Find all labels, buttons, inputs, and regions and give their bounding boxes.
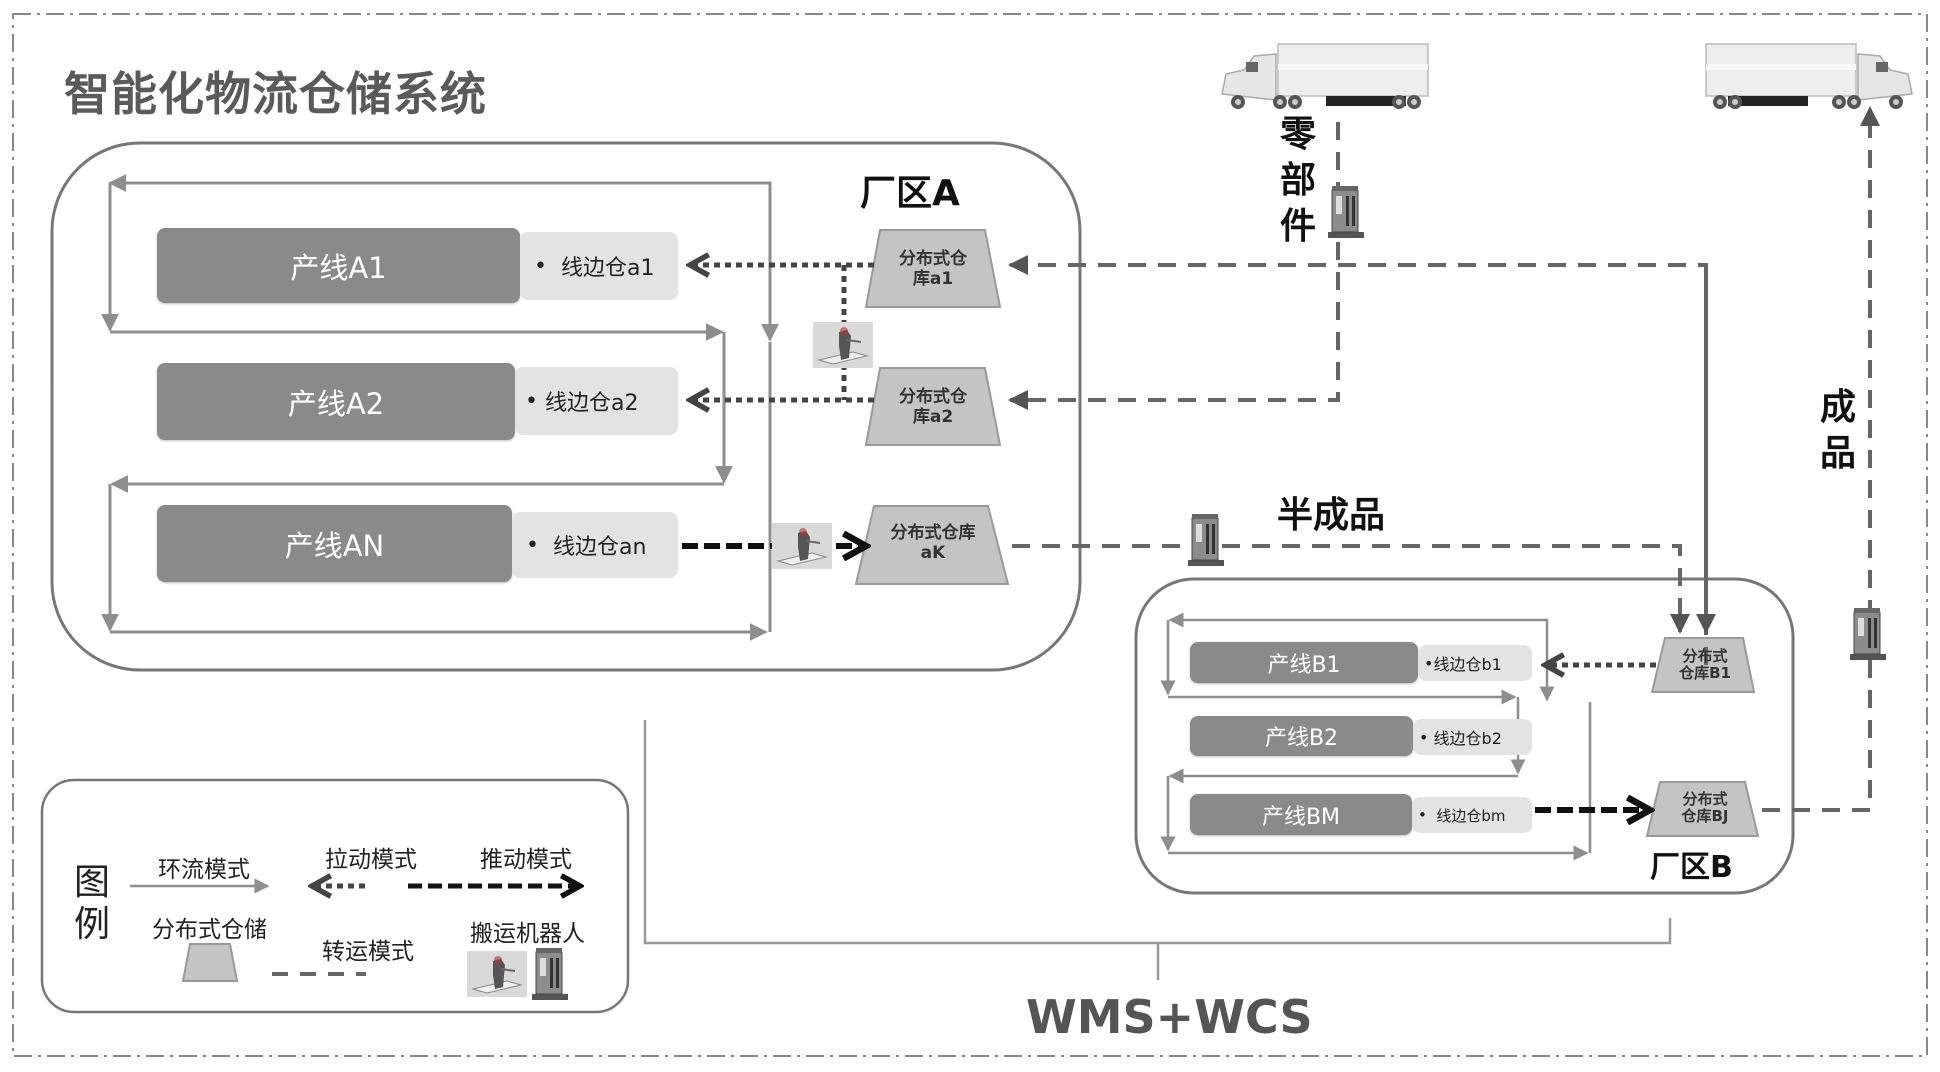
page-title: 智能化物流仓储系统: [64, 67, 487, 121]
line-side-warehouse-an[interactable]: • 线边仓an: [512, 512, 678, 578]
line-side-warehouse-a2[interactable]: • 线边仓a2: [515, 367, 678, 435]
factory-b-container: [1134, 577, 1795, 895]
pallet-robot-icon: [771, 522, 833, 570]
legend-transfer-mode: 转运模式: [322, 939, 414, 965]
line-side-warehouse-a1[interactable]: • 线边仓a1: [520, 232, 678, 300]
bullet: •: [525, 388, 545, 414]
production-line-label: 产线A2: [287, 386, 385, 421]
cycle-arrow: [108, 174, 779, 342]
warehouse-label: 分布式: [1682, 647, 1728, 665]
line-side-warehouse-bm[interactable]: • 线边仓bm: [1412, 797, 1532, 833]
warehouse-label: 仓库BJ: [1681, 807, 1729, 826]
production-line-label: 产线BM: [1261, 804, 1341, 830]
parts-char: 件: [1279, 206, 1316, 247]
warehouse-label: 分布式仓: [899, 387, 967, 407]
line-side-warehouse-label: 线边仓bm: [1436, 806, 1506, 825]
legend-box: [40, 778, 630, 1014]
production-line-a1[interactable]: 产线A1: [157, 228, 520, 303]
warehouse-label: aK: [920, 542, 946, 563]
factory-a-container: [50, 141, 1082, 672]
line-side-warehouse-b1[interactable]: •线边仓b1: [1418, 645, 1532, 681]
legend-samples: [130, 886, 580, 982]
production-line-label: 产线B2: [1264, 726, 1339, 751]
distributed-warehouse-bj[interactable]: 分布式仓库BJ: [1658, 790, 1752, 826]
line-side-warehouse-label: 线边仓b2: [1433, 729, 1502, 748]
legend-pull-mode: 拉动模式: [325, 847, 417, 873]
distributed-warehouse-a2[interactable]: 分布式仓库a2: [880, 387, 986, 427]
finished-char: 品: [1819, 433, 1856, 474]
agv-forklift-icon: [1849, 607, 1887, 661]
line-side-warehouse-label: 线边仓a1: [560, 256, 655, 281]
legend-title-char: 图: [74, 862, 111, 903]
parts-char: 零: [1279, 114, 1316, 155]
warehouse-label: 库a1: [912, 268, 954, 289]
legend-warehouse-shape: [181, 943, 239, 982]
transfer-bj-to-finished: [1762, 106, 1880, 812]
warehouse-label: 分布式仓库: [890, 523, 976, 543]
distributed-warehouses: [854, 229, 1760, 837]
warehouse-label: 仓库B1: [1679, 664, 1731, 683]
parts-flow-label: 零 部 件: [1278, 112, 1318, 250]
outer-border: [12, 13, 1928, 1057]
production-line-b2[interactable]: 产线B2: [1190, 716, 1413, 756]
warehouse-b1-shape: [1650, 637, 1756, 693]
bullet: •: [526, 532, 553, 558]
distributed-warehouse-a1[interactable]: 分布式仓库a1: [880, 249, 986, 289]
factory-a-cycle-arrows: [101, 174, 779, 641]
semi-finished-flow-label: 半成品: [1277, 495, 1386, 536]
wms-bracket: [643, 720, 1672, 980]
legend-robot: 搬运机器人: [470, 921, 585, 947]
warehouse-label: 分布式: [1682, 790, 1728, 808]
bullet: •: [1424, 653, 1434, 673]
legend-distributed-storage: 分布式仓储: [152, 917, 267, 943]
factory-a-label: 厂区A: [860, 173, 960, 214]
legend-title-char: 例: [74, 904, 111, 945]
line-side-warehouse-label: 线边仓an: [552, 535, 647, 560]
finished-flow-label: 成 品: [1818, 385, 1858, 477]
production-line-a2[interactable]: 产线A2: [157, 363, 515, 440]
line-side-warehouse-label: 线边仓b1: [1433, 655, 1502, 674]
bullet: •: [534, 253, 561, 279]
finished-char: 成: [1819, 387, 1856, 428]
bullet: •: [1418, 806, 1437, 824]
production-line-b1[interactable]: 产线B1: [1190, 642, 1418, 683]
transfer-ak-to-b1: [1012, 544, 1690, 634]
transfer-lines: [1008, 106, 1880, 812]
legend-cycle-mode: 环流模式: [158, 857, 250, 883]
wms-wcs-label: WMS+WCS: [1026, 990, 1313, 1044]
parts-char: 部: [1279, 160, 1316, 201]
pallet-robot-icon: [812, 321, 874, 369]
line-side-warehouse-b2[interactable]: • 线边仓b2: [1413, 719, 1532, 755]
transfer-parts-to-a1: [1008, 255, 1708, 665]
truck-icon: [1221, 43, 1429, 110]
bullet: •: [1419, 727, 1434, 747]
warehouse-label: 库a2: [912, 406, 954, 427]
legend-title: 图 例: [74, 862, 110, 946]
production-line-label: 产线A1: [290, 250, 387, 285]
warehouse-label: 分布式仓: [899, 249, 967, 269]
production-line-bm[interactable]: 产线BM: [1190, 794, 1412, 835]
production-line-label: 产线AN: [284, 528, 385, 563]
truck-icon: [1705, 43, 1913, 110]
factory-b-label: 厂区B: [1650, 850, 1733, 885]
production-line-an[interactable]: 产线AN: [157, 505, 512, 582]
warehouse-a2-shape: [864, 367, 1002, 446]
agv-forklift-icon: [1327, 185, 1365, 239]
distributed-warehouse-b1[interactable]: 分布式仓库B1: [1660, 647, 1750, 683]
agv-forklift-icon: [1187, 513, 1225, 567]
line-side-warehouse-label: 线边仓a2: [544, 391, 639, 416]
agv-forklift-icon: [531, 947, 569, 1001]
warehouse-a1-shape: [864, 229, 1002, 308]
pallet-robot-icon: [466, 950, 528, 998]
legend-push-mode: 推动模式: [480, 847, 572, 873]
production-line-label: 产线B1: [1267, 652, 1341, 678]
